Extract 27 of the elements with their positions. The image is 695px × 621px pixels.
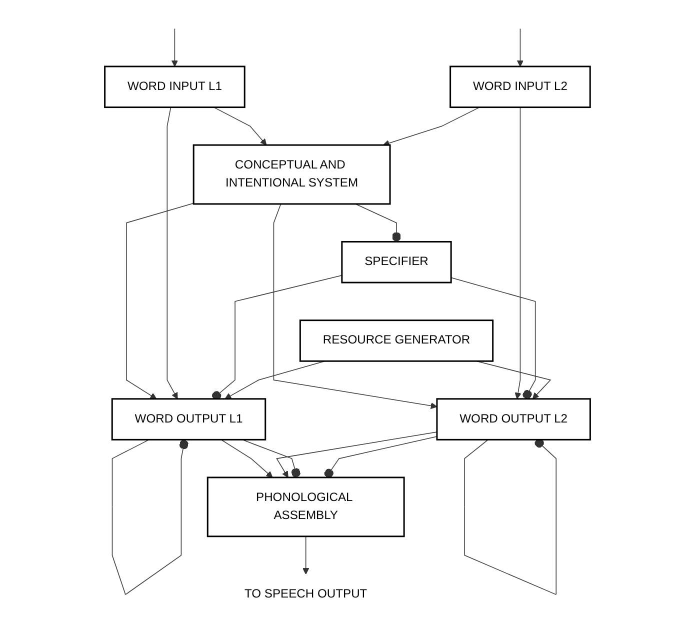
connector [355,204,402,242]
connector [212,275,342,400]
connector [112,439,188,595]
arrow [171,28,178,67]
connector [242,439,300,478]
node-box [104,66,246,108]
node-box [450,66,591,108]
arrow [166,106,178,400]
node-box [341,241,452,284]
node-box [111,398,266,440]
arrow [276,432,438,478]
arrow [273,204,438,410]
arrow [214,106,267,146]
node-box [192,144,391,205]
arrow [514,106,522,400]
arrow [220,439,273,478]
arrow [126,202,194,400]
arrow [382,106,480,146]
node-box [436,398,591,440]
connector [464,438,556,595]
connector [324,436,438,478]
arrow [302,536,310,574]
node-text: TO SPEECH OUTPUT [244,588,368,601]
node-box [206,476,405,538]
node-box [299,320,494,362]
arrow [516,28,524,67]
connector [450,277,536,400]
